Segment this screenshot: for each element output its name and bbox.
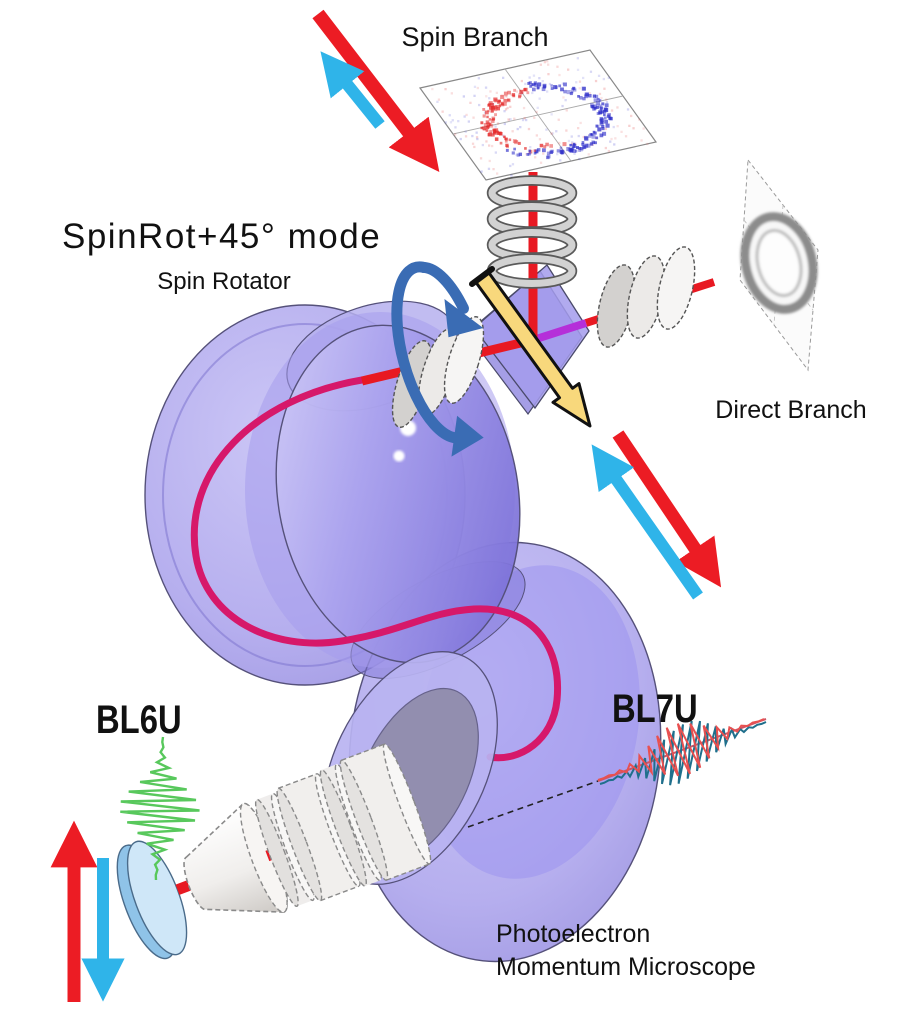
mode-title: SpinRot+45° mode	[62, 217, 381, 256]
deflection-arrow	[469, 266, 592, 428]
bl7u-beam-dashed-line	[467, 780, 599, 828]
microscope-label-line2: Momentum Microscope	[496, 953, 756, 981]
spin-up-arrow-top	[312, 9, 440, 172]
dome-highlight-2	[393, 450, 405, 462]
bl7u-photon-pulse-red	[597, 718, 765, 781]
direct-branch-label: Direct Branch	[715, 396, 866, 424]
deflection-arrow-cap	[469, 266, 495, 287]
direct-branch-detector-image	[739, 158, 819, 372]
spin-branch-detector-image	[418, 49, 658, 181]
direct-image-ring-inner	[755, 229, 803, 297]
direct-branch-coil	[596, 246, 696, 348]
direct-ring-3	[656, 246, 696, 330]
bl6u-photon-pulse	[120, 736, 200, 881]
sample-polarization-arrows	[50, 820, 125, 1002]
mid-polarization-arrows	[591, 430, 722, 600]
rotation-arrowhead-bottom	[451, 415, 484, 457]
beam-rotated-magenta	[531, 319, 588, 344]
microscope-label-line1: Photoelectron	[496, 920, 650, 948]
spin-branch-polarization-arrows	[312, 9, 440, 172]
spin-image-speckle	[431, 57, 649, 177]
spin-rotator-label: Spin Rotator	[157, 268, 290, 295]
lens-barrel-2	[339, 743, 432, 881]
bl7u-photon-pulse-teal	[599, 720, 767, 786]
rotation-arrowhead-top	[444, 299, 484, 338]
spin-rotation-arrow	[391, 261, 484, 457]
spin-down-arrow-mid	[591, 444, 703, 600]
spin-branch-coil	[486, 175, 578, 289]
spin-branch-label: Spin Branch	[401, 22, 548, 52]
rotator-ring-3	[443, 316, 485, 404]
bl6u-label: BL6U	[96, 697, 182, 742]
spin-down-arrow-top	[320, 51, 385, 129]
bl7u-label: BL7U	[612, 686, 698, 731]
momentum-microscope-column	[116, 743, 432, 960]
electron-trajectory-path	[190, 376, 562, 762]
